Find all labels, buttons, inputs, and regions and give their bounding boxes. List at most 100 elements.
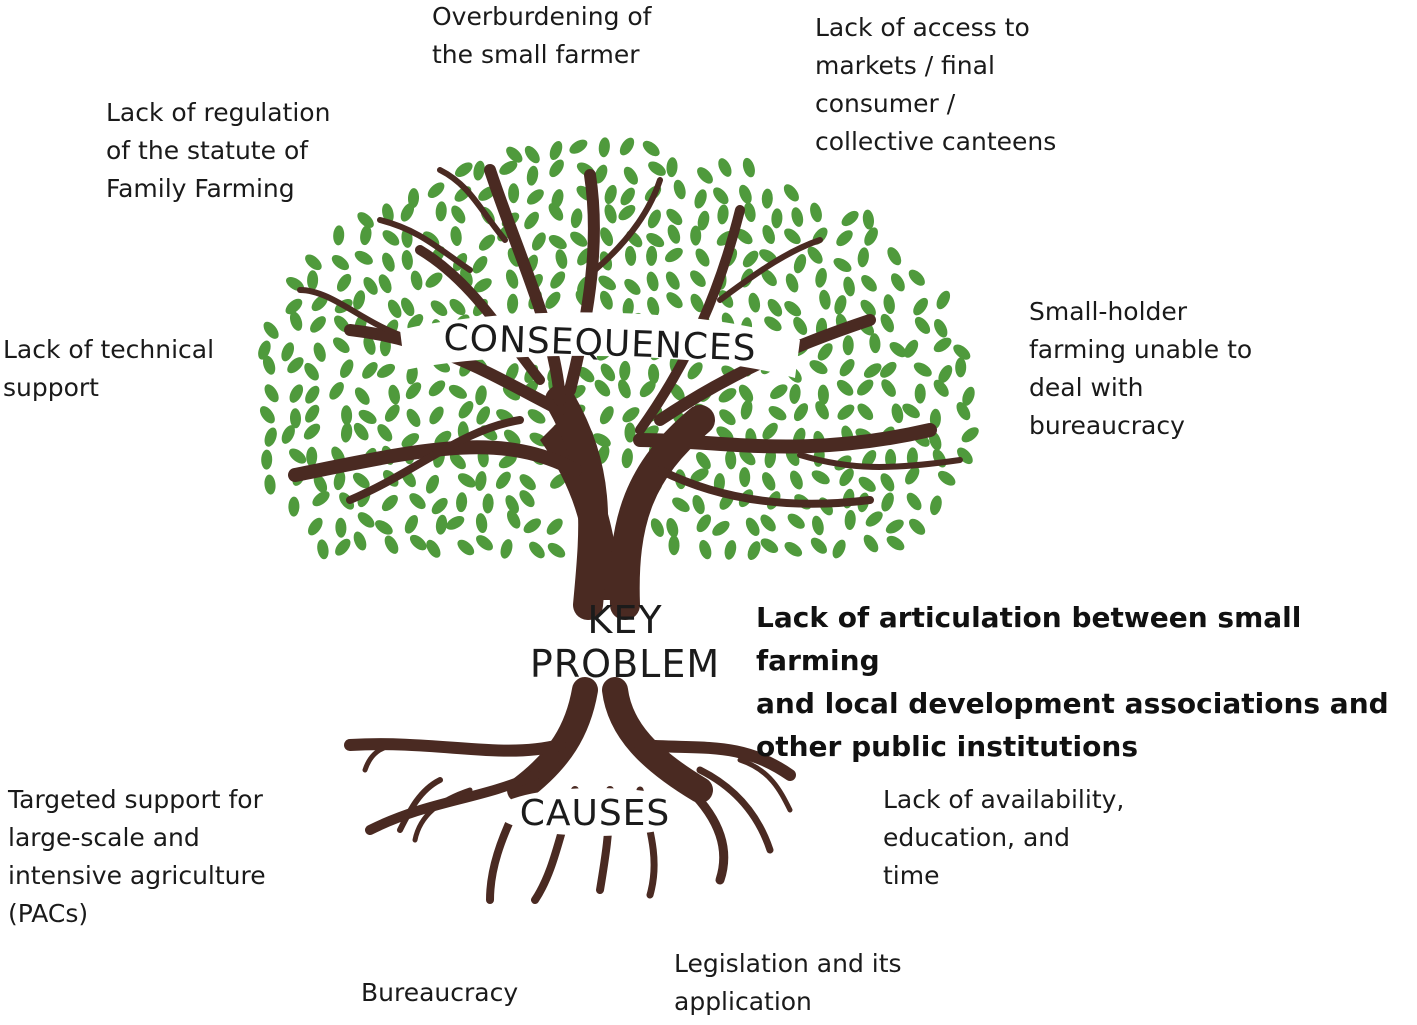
leaf: [449, 452, 466, 470]
leaf: [880, 313, 894, 333]
leaf: [695, 248, 710, 267]
leaf: [618, 204, 636, 221]
leaf: [353, 290, 366, 310]
root-left-6: [362, 742, 403, 773]
leaf: [329, 382, 344, 400]
leaf: [384, 535, 399, 554]
leaf: [527, 409, 546, 424]
leaf: [353, 531, 367, 551]
leaf: [405, 382, 422, 400]
leaf: [650, 518, 664, 537]
leaf: [785, 273, 799, 293]
leaf: [936, 290, 951, 310]
leaf: [955, 357, 967, 378]
leaf: [815, 401, 829, 420]
leaf: [358, 409, 377, 424]
cause-bureaucracy: Bureaucracy: [361, 978, 519, 1007]
leaf: [604, 204, 617, 224]
leaf: [357, 512, 375, 528]
leaf: [505, 269, 519, 289]
leaf: [406, 408, 421, 427]
leaf: [409, 534, 427, 551]
leaf: [289, 311, 303, 331]
branch-right-5: [717, 237, 823, 303]
leaf: [500, 539, 513, 559]
leaf: [905, 466, 920, 485]
leaf: [793, 316, 808, 335]
leaf: [665, 271, 680, 290]
leaf: [725, 449, 737, 470]
leaf: [699, 539, 712, 560]
leaf: [363, 335, 376, 355]
branch-left-2: [344, 324, 566, 416]
leaf: [841, 210, 859, 227]
leaf: [839, 359, 855, 377]
leaf: [404, 514, 419, 534]
branch-left-5: [377, 217, 473, 273]
leaf: [333, 337, 350, 354]
leaf: [891, 403, 904, 424]
leaf: [336, 273, 352, 292]
leaf: [642, 140, 660, 157]
leaf: [340, 359, 354, 378]
leaf: [953, 344, 971, 360]
leaf: [623, 166, 638, 185]
leaf: [305, 404, 320, 423]
root-right-4: [737, 757, 793, 813]
leaf: [306, 446, 318, 467]
leaf: [724, 540, 737, 560]
leaf: [435, 201, 447, 222]
leaf: [577, 366, 595, 383]
leaf: [430, 300, 448, 317]
leaf: [961, 427, 979, 443]
leaf: [378, 274, 392, 294]
leaf: [762, 422, 778, 440]
leaf: [531, 232, 546, 251]
leaf: [735, 228, 753, 245]
leaf: [569, 139, 588, 154]
leaf: [388, 384, 400, 405]
leaf: [431, 497, 448, 515]
leaf: [914, 316, 931, 334]
leaf: [331, 255, 349, 271]
leaf: [712, 520, 730, 536]
leaf: [902, 403, 920, 419]
leaf: [333, 225, 345, 246]
leaf: [354, 250, 373, 265]
leaf: [446, 515, 465, 530]
leaf: [548, 235, 567, 250]
leaf: [529, 541, 545, 559]
leaf: [550, 271, 566, 289]
leaf: [619, 137, 635, 156]
leaf: [719, 409, 736, 426]
leaf: [475, 385, 487, 406]
leaf: [548, 203, 564, 221]
leaf: [498, 454, 517, 469]
leaf: [455, 162, 473, 177]
leaf: [377, 424, 393, 442]
root-left-2: [365, 770, 540, 835]
leaf: [476, 535, 493, 551]
leaf: [815, 267, 827, 288]
leaf: [692, 494, 705, 515]
leaf: [783, 184, 799, 202]
leaf: [717, 204, 729, 225]
leaf: [764, 316, 782, 332]
branch-left-4: [346, 416, 524, 504]
leaf: [624, 422, 636, 443]
leaf: [264, 427, 277, 447]
leaf: [305, 385, 320, 404]
leaf: [739, 449, 756, 466]
leaf: [478, 234, 496, 251]
leaf: [473, 278, 492, 293]
leaf: [303, 423, 321, 440]
leaf: [697, 210, 710, 231]
consequence-market-access: Lack of access to markets / final consum…: [815, 13, 1057, 156]
leaf: [600, 227, 614, 247]
leaf: [456, 492, 468, 513]
leaf: [738, 384, 754, 403]
leaf: [933, 337, 952, 353]
leaf: [646, 245, 658, 266]
leaf: [457, 473, 476, 488]
leaf: [458, 401, 474, 419]
